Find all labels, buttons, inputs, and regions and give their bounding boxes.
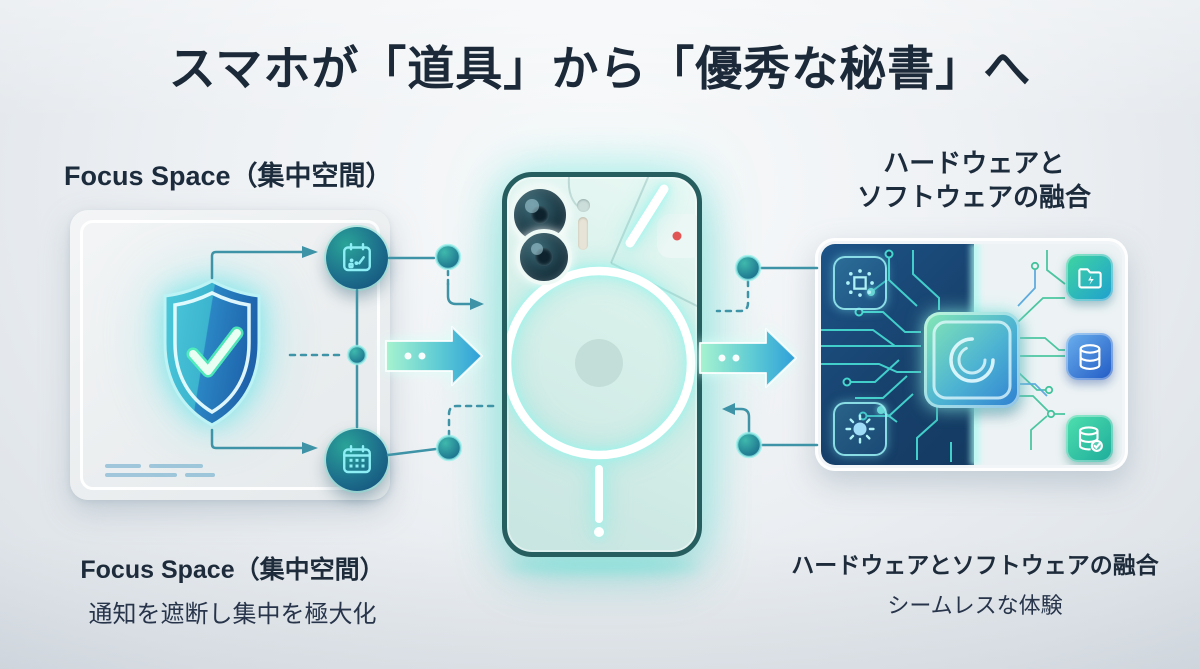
- shield-check-icon: [149, 277, 275, 431]
- processor-core-icon: [924, 312, 1020, 408]
- left-caption-subtitle: 通知を遮断し集中を極大化: [88, 601, 377, 628]
- phone-reflection: [505, 560, 699, 573]
- right-caption: ハードウェアとソフトウェアの融合 シームレスな体験: [785, 546, 1165, 620]
- database-icon: [1066, 333, 1113, 380]
- red-dot: [672, 231, 682, 241]
- right-heading-line2: ソフトウェアの融合: [856, 182, 1091, 213]
- glyph-lights: [507, 184, 696, 537]
- folder-lightning-icon: [1066, 254, 1113, 301]
- right-section-heading: ハードウェアと ソフトウェアの融合: [818, 146, 1130, 215]
- connector-bottom-calendar-to-node: [386, 447, 438, 457]
- flash-pill: [578, 217, 588, 250]
- database-check-icon: [1066, 415, 1113, 462]
- hardware-software-card: [815, 238, 1128, 471]
- camera-lens-bottom: [516, 229, 572, 285]
- right-caption-title: ハードウェアとソフトウェアの融合: [791, 552, 1159, 578]
- left-caption: Focus Space（集中空間） 通知を遮断し集中を極大化: [40, 550, 425, 629]
- left-section-heading: Focus Space（集中空間）: [64, 161, 393, 191]
- right-heading-line1: ハードウェアと: [883, 148, 1065, 178]
- cpu-chip-icon: [833, 256, 887, 310]
- placeholder-text-lines: [105, 464, 225, 482]
- card-inner-frame: [80, 220, 380, 490]
- circuit-traces: [821, 249, 1066, 462]
- smartphone-back: [502, 172, 702, 557]
- wireless-coil: [575, 339, 623, 387]
- right-caption-subtitle: シームレスな体験: [887, 593, 1063, 618]
- page-title: スマホが「道具」から「優秀な秘書」へ: [168, 42, 1032, 95]
- brightness-icon: [833, 402, 887, 456]
- left-caption-title: Focus Space（集中空間）: [80, 556, 385, 584]
- calendar-notification-icon: [326, 227, 388, 289]
- phone-back-panel: [507, 177, 697, 552]
- camera-led: [577, 199, 590, 212]
- calendar-grid-icon: [326, 429, 388, 491]
